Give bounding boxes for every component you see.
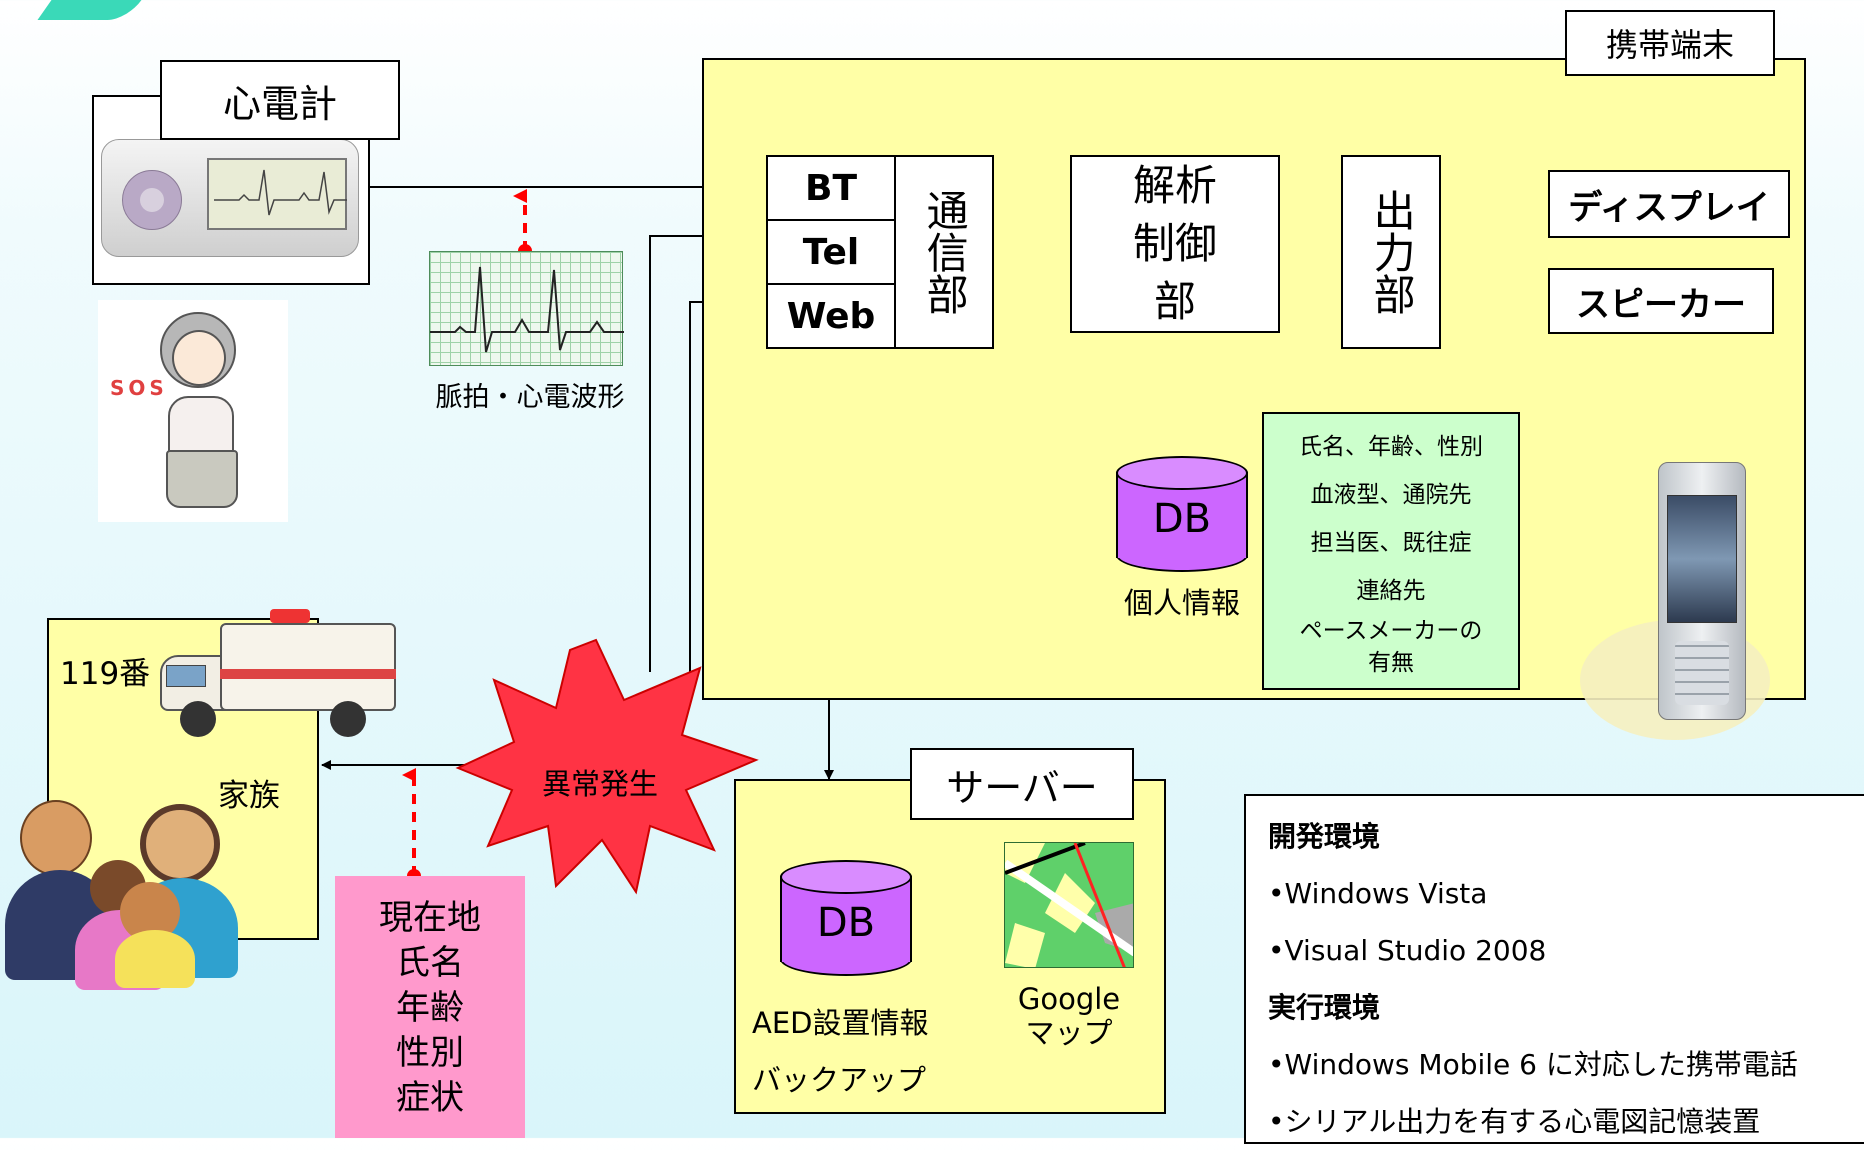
ambulance-illustration: [160, 605, 400, 737]
notification-list: 現在地 氏名 年齢 性別 症状: [335, 876, 525, 1138]
personal-info-item: 血液型、通院先: [1310, 482, 1472, 508]
notification-item: 症状: [396, 1077, 464, 1118]
server-db-label: DB: [816, 900, 876, 946]
personal-db-caption: 個人情報: [1123, 586, 1240, 620]
run-env-item: •シリアル出力を有する心電図記憶装置: [1268, 1105, 1761, 1138]
alert-text: 異常発生: [541, 767, 658, 801]
emergency-119-label: 119番: [60, 656, 151, 692]
google-label: Google: [1017, 982, 1121, 1016]
personal-info-item: 担当医、既往症: [1310, 530, 1472, 556]
notification-item: 年齢: [396, 987, 464, 1028]
analysis-line1: 解析: [1132, 161, 1217, 210]
family-label: 家族: [218, 778, 280, 814]
web-port: Web: [766, 283, 896, 349]
google-map-image: [1004, 842, 1134, 968]
personal-db-label: DB: [1152, 496, 1212, 542]
notification-item: 氏名: [396, 942, 464, 983]
personal-info-list: 氏名、年齢、性別 血液型、通院先 担当医、既往症 連絡先 ペースメーカーの 有無: [1262, 412, 1520, 690]
output-unit-label: 出力部: [1367, 189, 1417, 315]
server-db-cylinder: DB: [780, 860, 912, 976]
waveform-caption: 脈拍・心電波形: [435, 382, 625, 413]
output-unit: 出力部: [1341, 155, 1441, 349]
comm-unit-label: 通信部: [920, 189, 970, 315]
mobile-phone-image: [1658, 462, 1746, 720]
personal-info-item: 氏名、年齢、性別: [1299, 434, 1483, 460]
google-map-caption: Google マップ: [994, 982, 1144, 1050]
ecg-waveform-image: [429, 251, 624, 366]
notification-item: 性別: [396, 1032, 464, 1073]
run-env-heading: 実行環境: [1268, 991, 1381, 1024]
sos-label: SOS: [110, 376, 168, 400]
patient-illustration: SOS: [98, 300, 288, 522]
speaker-box: スピーカー: [1548, 268, 1774, 334]
mobile-terminal-title: 携帯端末: [1565, 10, 1775, 76]
ecg-meter-title: 心電計: [160, 60, 400, 140]
personal-db-cylinder: DB: [1116, 456, 1248, 572]
backup-label: バックアップ: [752, 1063, 927, 1097]
bt-port: BT: [766, 155, 896, 221]
server-title: サーバー: [910, 748, 1134, 820]
aed-info-label: AED設置情報: [752, 1006, 929, 1040]
run-env-item: •Windows Mobile 6 に対応した携帯電話: [1268, 1048, 1798, 1081]
ecg-device-image: [101, 139, 359, 257]
display-box: ディスプレイ: [1548, 170, 1790, 238]
dev-env-item: •Visual Studio 2008: [1268, 934, 1547, 967]
analysis-line3: 部: [1153, 277, 1196, 326]
family-people-illustration: [0, 790, 250, 990]
map-label: マップ: [1025, 1016, 1113, 1050]
dev-env-item: •Windows Vista: [1268, 877, 1488, 910]
dev-env-heading: 開発環境: [1268, 820, 1381, 853]
analysis-line2: 制御: [1132, 219, 1217, 268]
comm-unit: 通信部: [894, 155, 994, 349]
dev-environment-panel: 開発環境 •Windows Vista •Visual Studio 2008 …: [1244, 794, 1864, 1144]
personal-info-item: 連絡先: [1356, 578, 1426, 604]
notification-item: 現在地: [379, 897, 481, 938]
analysis-control-unit: 解析 制御 部: [1070, 155, 1280, 333]
personal-info-item: 有無: [1368, 650, 1414, 676]
personal-info-item: ペースメーカーの: [1299, 618, 1483, 644]
tel-port: Tel: [766, 219, 896, 285]
